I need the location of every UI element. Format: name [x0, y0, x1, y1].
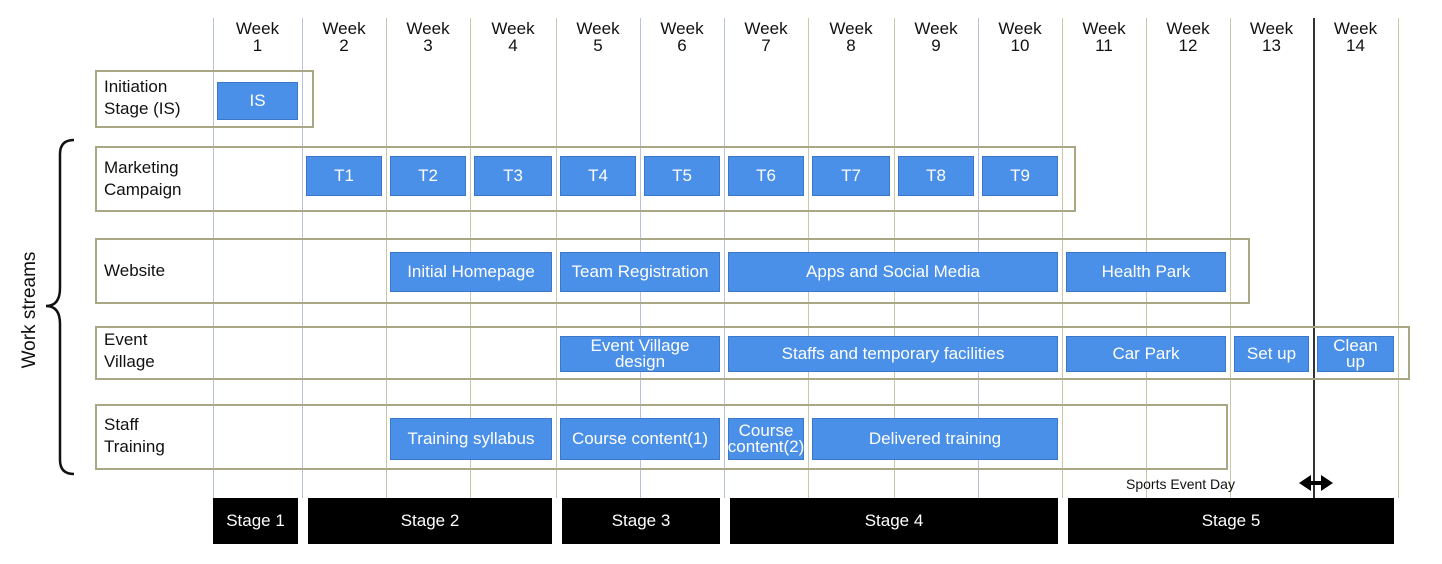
stage-block: Stage 3 — [562, 498, 720, 544]
week-header-word: Week — [1249, 19, 1294, 38]
week-header-number: 1 — [252, 36, 263, 55]
workstream-row — [95, 146, 1076, 212]
week-header-word: Week — [491, 19, 535, 38]
week-header-word: Week — [1166, 19, 1210, 38]
task-bar: Event Village design — [560, 336, 720, 372]
workstream-label: Website — [104, 261, 166, 280]
week-header-word: Week — [235, 19, 280, 38]
week-header-word: Week — [322, 19, 366, 38]
double-arrow-icon — [1299, 475, 1333, 491]
task-bar: Clean up — [1317, 336, 1394, 372]
task-bar: T1 — [306, 156, 382, 196]
workstream-label: Staff Training — [104, 415, 165, 456]
week-header-word: Week — [406, 19, 450, 38]
workstream-label: Initiation Stage (IS) — [104, 77, 181, 118]
gridline — [724, 18, 725, 498]
work-streams-label: Work streams — [19, 251, 40, 369]
task-bar: T4 — [560, 156, 636, 196]
task-bar: T5 — [644, 156, 720, 196]
task-bar: T3 — [474, 156, 552, 196]
task-bar: IS — [217, 82, 298, 120]
week-header-word: Week — [1082, 19, 1126, 38]
task-bar: T7 — [812, 156, 890, 196]
week-header-number: 4 — [508, 36, 518, 55]
gridline — [302, 18, 303, 498]
week-header-number: 14 — [1346, 36, 1365, 55]
workstream-row — [95, 238, 1250, 304]
task-bar: Team Registration — [560, 252, 720, 292]
stage-block: Stage 2 — [308, 498, 552, 544]
week-header-number: 5 — [593, 36, 603, 55]
workstream-label: Marketing Campaign — [104, 158, 182, 199]
stage-block: Stage 1 — [213, 498, 298, 544]
task-bar: T2 — [390, 156, 466, 196]
task-bar: Initial Homepage — [390, 252, 552, 292]
gridline — [1062, 18, 1063, 498]
workstream-row — [95, 326, 1410, 380]
task-bar: Health Park — [1066, 252, 1226, 292]
task-bar: T6 — [728, 156, 804, 196]
workstream-label: Event Village — [104, 330, 155, 371]
sports-event-day-label: Sports Event Day — [1126, 476, 1235, 492]
task-bar: Course content(1) — [560, 418, 720, 460]
gridline — [386, 18, 387, 498]
task-bar: Course content(2) — [728, 418, 804, 460]
workstream-row — [95, 70, 314, 128]
week-header-word: Week — [829, 19, 873, 38]
stage-block: Stage 4 — [730, 498, 1058, 544]
week-header-number: 8 — [846, 36, 856, 55]
week-header-number: 13 — [1262, 36, 1281, 55]
task-bar: Staffs and temporary facilities — [728, 336, 1058, 372]
week-header-number: 10 — [1010, 36, 1030, 55]
week-header-word: Week — [914, 19, 958, 38]
task-bar: Set up — [1234, 336, 1309, 372]
task-bar: Delivered training — [812, 418, 1058, 460]
week-header-number: 7 — [761, 36, 771, 55]
week-header-number: 3 — [423, 36, 433, 55]
week-header-word: Week — [660, 19, 704, 38]
stage-block: Stage 5 — [1068, 498, 1394, 544]
week-header-word: Week — [576, 19, 620, 38]
task-bar: T8 — [898, 156, 974, 196]
gridline — [1230, 18, 1231, 498]
gridline — [213, 18, 214, 498]
gridline — [1313, 18, 1315, 498]
gridline — [1398, 18, 1399, 498]
week-header-number: 6 — [677, 36, 687, 55]
task-bar: Training syllabus — [390, 418, 552, 460]
week-header-number: 2 — [339, 36, 349, 55]
week-header-word: Week — [744, 19, 788, 38]
week-header-word: Week — [998, 19, 1042, 38]
curly-brace-icon — [45, 138, 75, 476]
week-header-word: Week — [1333, 19, 1378, 38]
task-bar: Apps and Social Media — [728, 252, 1058, 292]
week-header-number: 11 — [1095, 36, 1113, 55]
gridline — [556, 18, 557, 498]
week-header-number: 12 — [1178, 36, 1198, 55]
week-header-number: 9 — [931, 36, 941, 55]
task-bar: T9 — [982, 156, 1058, 196]
workstream-row — [95, 404, 1228, 470]
task-bar: Car Park — [1066, 336, 1226, 372]
